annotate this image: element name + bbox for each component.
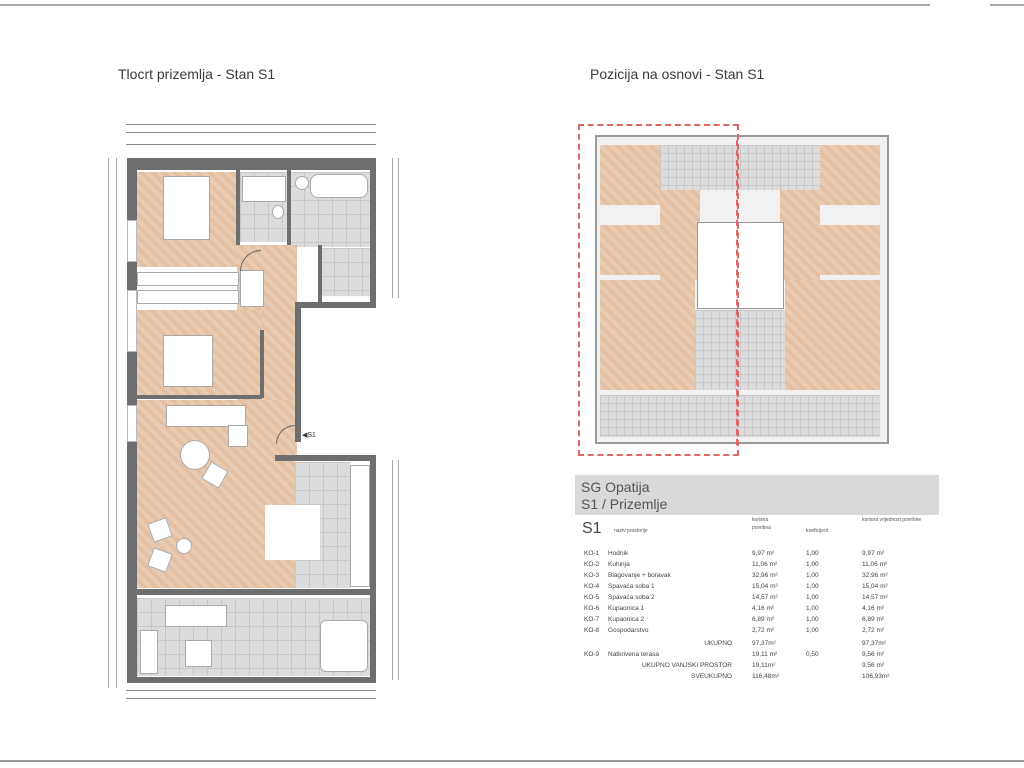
col-header-coef: koeficijent bbox=[806, 528, 829, 534]
dimension-line-left-2 bbox=[116, 158, 117, 688]
dimension-line-right-bottom-2 bbox=[398, 460, 399, 680]
unit-s1-kitchen bbox=[695, 310, 740, 390]
dimension-line-top-3 bbox=[126, 144, 376, 145]
unit-label: S1 bbox=[582, 520, 602, 537]
wall-utility bbox=[318, 245, 322, 303]
washing-machine bbox=[295, 176, 309, 190]
unit-s1-bedroom-2 bbox=[600, 225, 670, 275]
terraces bbox=[600, 395, 880, 437]
outdoor-table bbox=[185, 640, 212, 667]
wall-bottom bbox=[127, 677, 376, 683]
bed-1 bbox=[163, 176, 210, 240]
wardrobe-1 bbox=[137, 272, 239, 286]
top-border-line-right bbox=[990, 4, 1024, 6]
wall-bedroom2-right bbox=[260, 330, 264, 398]
coffee-table bbox=[180, 440, 210, 470]
unit-s1-highlight bbox=[578, 124, 739, 456]
wall-bath-left bbox=[236, 170, 240, 245]
dimension-line-bottom-1 bbox=[126, 690, 376, 691]
dimension-line-left-1 bbox=[108, 158, 109, 688]
unit-s2-bedroom-1 bbox=[820, 145, 880, 205]
kitchen-floor bbox=[295, 462, 350, 588]
bottom-border-line bbox=[0, 760, 1024, 762]
kitchen-counter bbox=[350, 465, 370, 587]
entrance-marker: ◀S1 bbox=[302, 432, 316, 439]
side-table bbox=[176, 538, 192, 554]
dimension-line-right-bottom-1 bbox=[392, 460, 393, 680]
window-left-3 bbox=[127, 405, 137, 442]
wardrobe-2 bbox=[137, 290, 239, 304]
dimension-line-bottom-2 bbox=[126, 698, 376, 699]
stairwell bbox=[697, 222, 784, 309]
summary-header: SG Opatija S1 / Prizemlje bbox=[575, 475, 939, 515]
dimension-line-top-1 bbox=[126, 124, 376, 125]
col-header-name: naziv prostorije bbox=[614, 528, 648, 534]
shower bbox=[242, 176, 286, 202]
unit-s2-bedroom-2 bbox=[810, 225, 880, 275]
position-plan-title: Pozicija na osnovi - Stan S1 bbox=[590, 66, 765, 82]
bed-2 bbox=[163, 335, 213, 387]
unit-s1-living bbox=[600, 280, 695, 390]
unit-floor: S1 / Prizemlje bbox=[581, 496, 668, 512]
closet bbox=[240, 270, 264, 307]
wall-top bbox=[127, 158, 376, 170]
unit-s1-bathrooms bbox=[660, 145, 740, 190]
wall-notch-top bbox=[295, 302, 376, 308]
dimension-line-right-top-1 bbox=[392, 158, 393, 298]
unit-s2-kitchen bbox=[740, 310, 785, 390]
unit-divider-line bbox=[736, 140, 738, 445]
wall-bedroom2-bottom bbox=[137, 395, 262, 399]
window-left-2 bbox=[127, 290, 137, 352]
bathtub bbox=[310, 174, 368, 198]
wall-kitchen-top bbox=[275, 455, 376, 461]
wall-right-upper bbox=[370, 158, 376, 308]
col-header-area: korisna površina bbox=[752, 517, 771, 531]
wall-terrace-divider bbox=[127, 589, 376, 595]
dining-table bbox=[265, 505, 320, 560]
dimension-line-right-top-2 bbox=[398, 158, 399, 298]
window-left-1 bbox=[127, 220, 137, 262]
sofa-chaise bbox=[228, 425, 248, 447]
dimension-line-top-2 bbox=[126, 132, 376, 133]
unit-s2-hall bbox=[780, 190, 820, 280]
top-border-line bbox=[0, 4, 930, 6]
wall-right-lower bbox=[370, 455, 376, 683]
utility-floor bbox=[320, 248, 370, 296]
hot-tub bbox=[320, 620, 368, 672]
unit-s2-bathrooms bbox=[740, 145, 820, 190]
outdoor-sofa bbox=[165, 605, 227, 627]
entrance-arrow-icon: ◀ bbox=[302, 432, 308, 439]
floor-plan-title: Tlocrt prizemlja - Stan S1 bbox=[118, 66, 276, 82]
lounger bbox=[140, 630, 158, 674]
wall-bath-middle bbox=[287, 170, 291, 245]
toilet-1 bbox=[272, 205, 284, 219]
unit-s1-bedroom-1 bbox=[600, 145, 660, 205]
unit-s1-hall bbox=[660, 190, 700, 280]
sofa bbox=[166, 405, 246, 427]
unit-s2-living bbox=[785, 280, 880, 390]
project-name: SG Opatija bbox=[581, 479, 650, 495]
wall-notch-left bbox=[295, 302, 301, 442]
col-header-value: korisna vrijednost površine bbox=[862, 517, 922, 523]
